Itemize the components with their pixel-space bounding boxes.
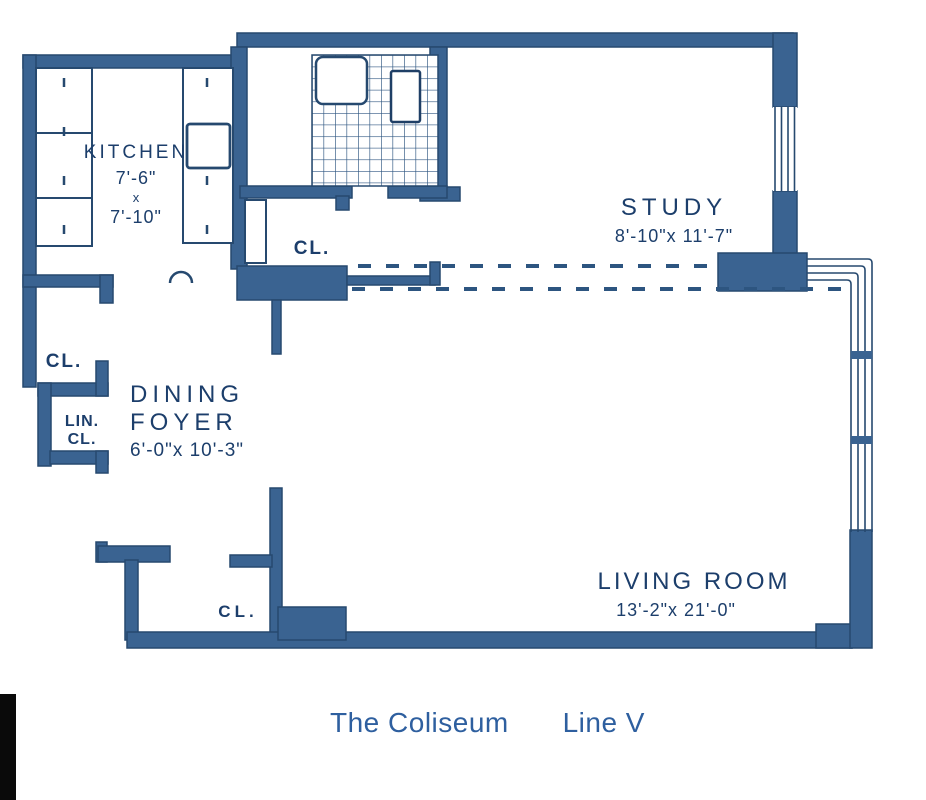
corner-window <box>807 258 873 532</box>
bathtub <box>314 55 369 106</box>
toilet <box>389 69 422 124</box>
walls-group <box>22 32 873 649</box>
window-mullion <box>851 351 872 359</box>
study-window-panes <box>774 107 796 191</box>
kitchen-bottom-stub <box>99 274 114 304</box>
bathroom-bottom-wall-left <box>239 185 353 199</box>
left-exterior-wall <box>22 54 37 388</box>
hall-partition-wall <box>346 275 436 286</box>
study-right-wall-upper <box>772 32 798 108</box>
study-right-wall-lower <box>772 190 798 256</box>
top-exterior-wall <box>236 32 794 48</box>
entry-closet-label: CL. <box>218 602 258 621</box>
study-label: STUDY 8'-10"x 11'-7" <box>615 194 733 246</box>
scan-artifact-bar <box>0 694 16 800</box>
kitchen-dim-depth: 7'-10" <box>110 207 162 228</box>
kitchen-name: KITCHEN <box>83 142 189 163</box>
bottom-wall-thick-segment <box>277 606 347 641</box>
hall-closet-door-leaf <box>244 199 267 264</box>
foyer-closet-label: CL. <box>45 351 83 372</box>
kitchen-top-wall <box>22 54 238 69</box>
right-exterior-wall-lower <box>849 529 873 649</box>
linen-closet-label: LIN. CL. <box>65 413 99 450</box>
closet-foyer-jamb <box>95 360 109 397</box>
dining-foyer-label: DINING FOYER 6'-0"x 10'-3" <box>130 381 244 462</box>
entry-side-wall <box>124 559 139 641</box>
dining-foyer-name-line2: FOYER <box>130 408 238 436</box>
dining-foyer-dims: 6'-0"x 10'-3" <box>130 440 245 462</box>
living-room-dims: 13'-2"x 21'-0" <box>616 599 736 620</box>
study-dims: 8'-10"x 11'-7" <box>614 225 734 246</box>
line-name: Line V <box>562 707 645 738</box>
living-room-label: LIVING ROOM 13'-2"x 21'-0" <box>597 568 790 620</box>
linen-closet-line2: CL. <box>67 431 97 449</box>
bathroom-bottom-wall-right <box>387 185 448 199</box>
footer-title: The Coliseum Line V <box>330 707 645 739</box>
windows-group <box>773 107 873 532</box>
kitchen-door-swing <box>168 270 194 284</box>
bathroom-group <box>311 54 439 187</box>
kitchen-counter-left <box>35 67 93 247</box>
bathroom-door-jamb <box>335 195 350 211</box>
linen-closet-jamb <box>95 450 109 474</box>
linen-closet-line1: LIN. <box>64 413 100 430</box>
kitchen-label: KITCHEN 7'-6" x 7'-10" <box>84 142 188 228</box>
kitchen-dim-width: 7'-6" <box>115 167 157 188</box>
linen-closet-left-wall <box>37 382 52 467</box>
bottom-wall-right-step <box>815 623 853 649</box>
entry-closet-stub <box>229 554 273 568</box>
study-window-opening <box>773 107 797 191</box>
building-name: The Coliseum <box>330 707 509 738</box>
window-mullion <box>851 436 872 444</box>
hall-closet-label: CL. <box>293 238 331 259</box>
bottom-exterior-wall <box>126 631 853 649</box>
hall-partition-end <box>429 261 441 286</box>
dining-foyer-name-line1: DINING <box>130 381 244 408</box>
stove-appliance <box>185 122 232 170</box>
foyer-divider-upper <box>271 299 282 355</box>
kitchen-fixtures-group <box>35 67 234 284</box>
central-wall-block <box>236 265 348 301</box>
study-name: STUDY <box>620 194 728 221</box>
dashed-beam-lines <box>352 264 848 291</box>
living-room-name: LIVING ROOM <box>597 568 791 595</box>
kitchen-dim-separator: x <box>132 189 140 205</box>
study-corner-wall-block <box>717 252 808 292</box>
